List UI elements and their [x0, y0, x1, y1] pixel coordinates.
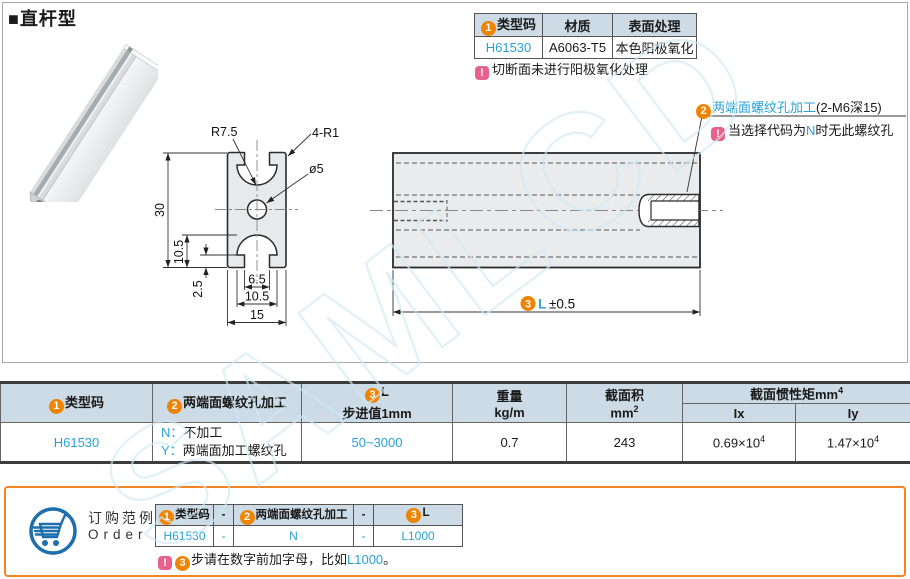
- order-example-label-en: Order: [88, 527, 148, 542]
- exclamation-icon: !: [711, 127, 725, 141]
- length-tolerance: ±0.5: [549, 297, 575, 312]
- length-dim-label: 3 L ±0.5: [520, 296, 575, 312]
- dim-height-label: 30: [153, 203, 167, 217]
- info-material: A6063-T5: [542, 36, 613, 59]
- thread-note: !当选择代码为N时无此螺纹孔: [711, 120, 893, 141]
- thread-hole-outline: [638, 193, 700, 228]
- page-title: ■直杆型: [8, 5, 77, 31]
- info-surface: 本色阳极氧化: [612, 36, 697, 59]
- exclamation-icon: !: [475, 66, 489, 80]
- length-badge: 3: [525, 299, 531, 311]
- spec-weight: 0.7: [452, 422, 567, 463]
- order-length-code: L1000: [373, 525, 463, 547]
- side-view: 3 L ±0.5: [370, 115, 906, 316]
- order-header-dash: -: [213, 504, 234, 526]
- product-photo: [29, 43, 158, 202]
- dim-slot-inner-label: 10.5: [172, 240, 186, 264]
- order-dash: -: [213, 525, 234, 547]
- dim-hole-label: ø5: [309, 162, 324, 176]
- badge-3-icon: 3: [175, 556, 190, 571]
- dim-corner-label: 4-R1: [312, 126, 339, 140]
- aluminum-bar: [29, 43, 158, 202]
- badge-1-icon: 1: [480, 21, 496, 36]
- badge-1-icon: 1: [159, 509, 175, 525]
- order-section-frame: [4, 486, 906, 577]
- order-dash: -: [353, 525, 374, 547]
- info-header-material: 材质: [542, 13, 613, 37]
- spec-iy-value: 1.47×104: [794, 422, 910, 463]
- order-type-code: H61530: [155, 525, 214, 547]
- badge-1-icon: 1: [48, 399, 64, 414]
- badge-3-icon: 3: [406, 508, 422, 523]
- dim-width-label: 15: [250, 308, 264, 322]
- badge-2-icon: 2: [696, 104, 711, 119]
- bolt-hole: [36, 199, 44, 202]
- dim-opening-label: 6.5: [248, 273, 265, 287]
- spec-type-code: H61530: [0, 422, 153, 463]
- dim-cavity-label: 10.5: [245, 290, 269, 304]
- cart-icon: [29, 507, 77, 555]
- length-letter: L: [538, 297, 546, 312]
- info-header-surface: 表面处理: [612, 13, 697, 37]
- order-header-dash: -: [353, 504, 374, 526]
- spec-length-range: 50~3000: [301, 422, 453, 463]
- spec-header-inertia: 截面惯性矩mm4: [681, 382, 910, 404]
- badge-2-icon: 2: [166, 399, 182, 414]
- exclamation-icon: !: [158, 556, 172, 570]
- dim-lip-label: 2.5: [191, 280, 205, 297]
- spec-area: 243: [566, 422, 683, 463]
- spec-thread-options: N：不加工 Y：两端面加工螺纹孔: [152, 422, 302, 463]
- badge-2-icon: 2: [239, 509, 255, 525]
- technical-drawing: 30 10.5 2.5 6.5 10.5 15: [153, 115, 906, 326]
- spec-header-iy: Iy: [794, 403, 910, 423]
- order-thread-code: N: [233, 525, 354, 547]
- spec-header-ix: Ix: [682, 403, 796, 423]
- surface-note: !切断面未进行阳极氧化处理: [475, 59, 648, 80]
- title-square-marker: ■: [8, 9, 20, 29]
- info-type-code: H61530: [474, 36, 543, 59]
- spec-ix-value: 0.69×104: [682, 422, 796, 463]
- order-example-label-cn: 订购范例: [88, 510, 156, 526]
- title-text: 直杆型: [19, 9, 77, 29]
- badge-3-icon: 3: [365, 388, 381, 403]
- dim-radius-label: R7.5: [211, 125, 237, 139]
- cross-section-view: 30 10.5 2.5 6.5 10.5 15: [153, 125, 339, 326]
